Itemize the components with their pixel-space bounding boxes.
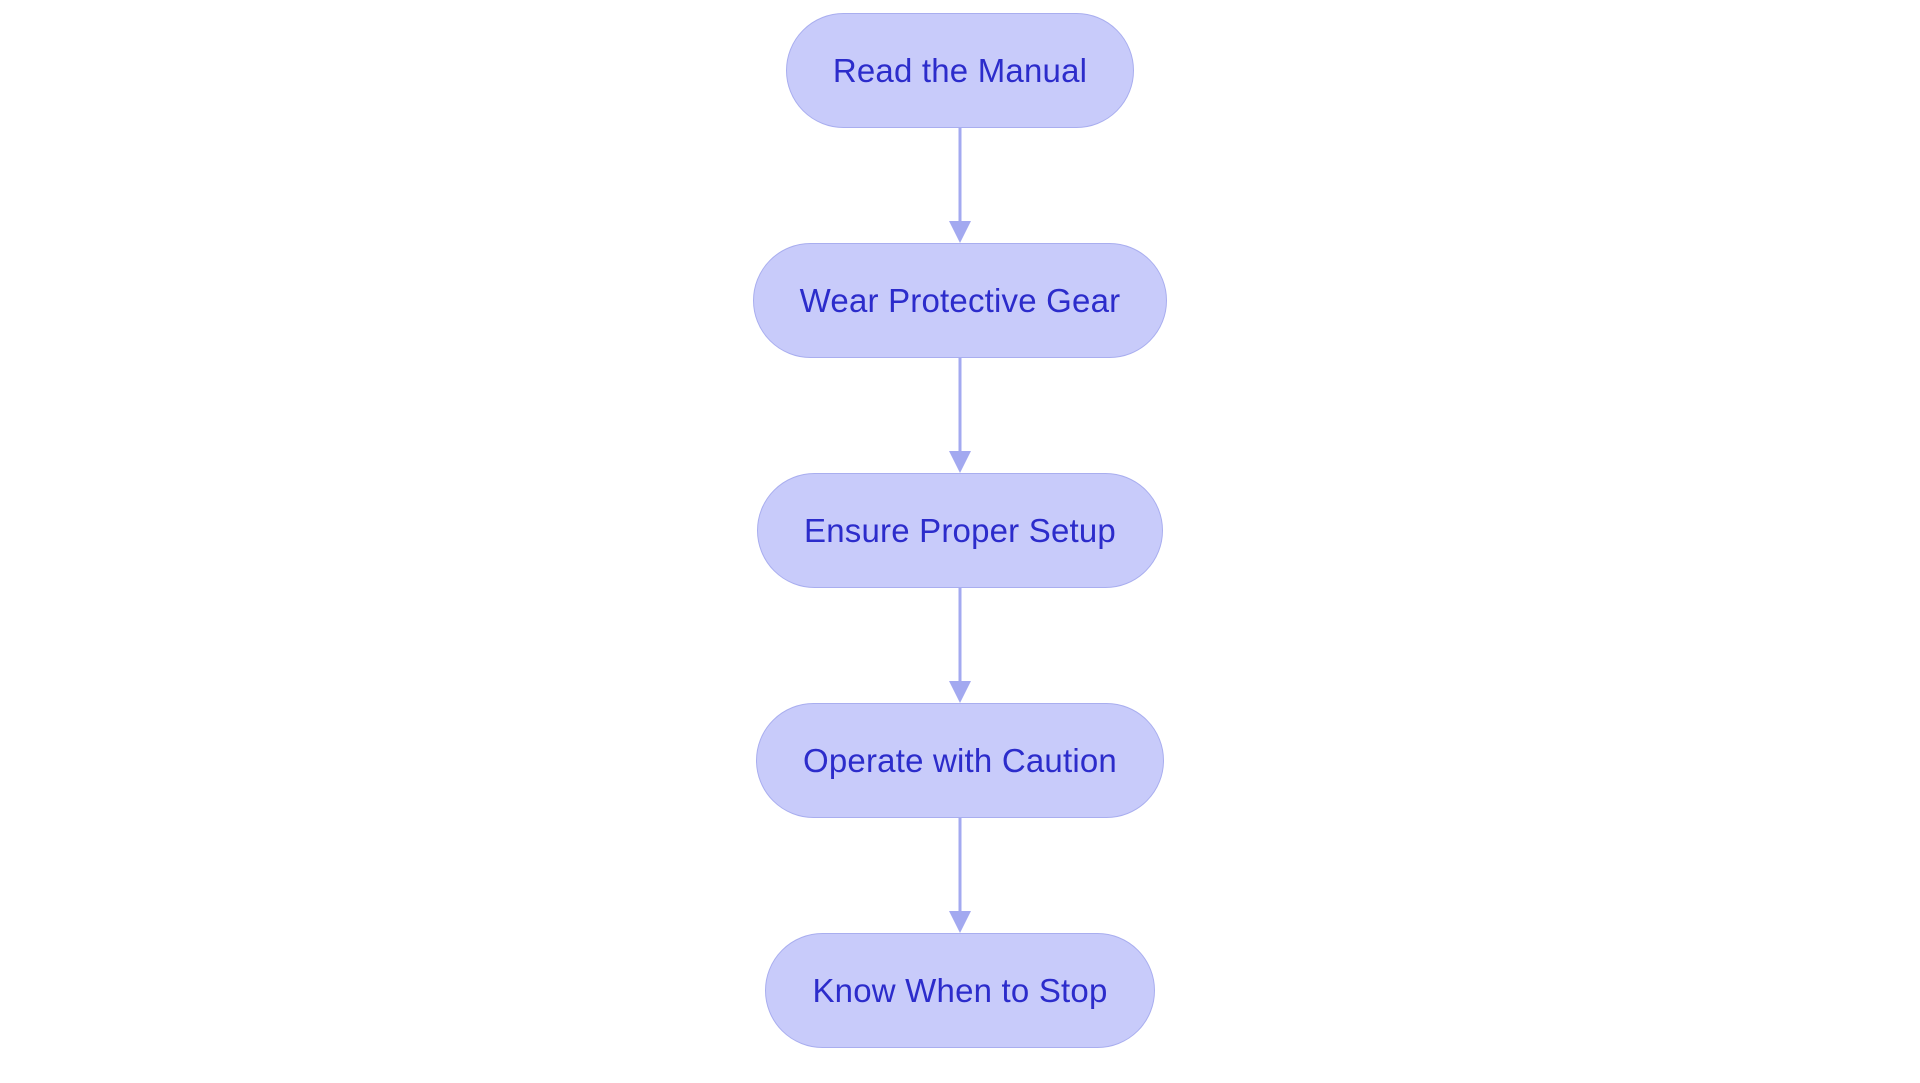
flowchart-edge-1 — [940, 128, 980, 243]
edge-line — [958, 128, 962, 223]
node-label: Operate with Caution — [802, 742, 1117, 779]
flowchart-node-ensure-proper-setup[interactable]: Ensure Proper Setup — [757, 473, 1163, 588]
flowchart-edge-3 — [940, 588, 980, 703]
flowchart-node-read-the-manual[interactable]: Read the Manual — [785, 13, 1135, 128]
node-label: Know When to Stop — [812, 972, 1108, 1009]
top-spacer — [960, 0, 961, 13]
arrow-down-icon — [949, 221, 971, 243]
node-label: Wear Protective Gear — [799, 282, 1121, 319]
arrow-down-icon — [949, 911, 971, 933]
edge-line — [958, 818, 962, 913]
flowchart-node-operate-with-caution[interactable]: Operate with Caution — [755, 703, 1164, 818]
flowchart-node-know-when-to-stop[interactable]: Know When to Stop — [765, 933, 1155, 1048]
arrow-down-icon — [949, 681, 971, 703]
node-label: Read the Manual — [832, 52, 1088, 89]
edge-line — [958, 358, 962, 453]
edge-line — [958, 588, 962, 683]
node-label: Ensure Proper Setup — [804, 512, 1116, 549]
flowchart-node-wear-protective-gear[interactable]: Wear Protective Gear — [752, 243, 1168, 358]
flowchart-edge-2 — [940, 358, 980, 473]
arrow-down-icon — [949, 451, 971, 473]
flowchart-edge-4 — [940, 818, 980, 933]
